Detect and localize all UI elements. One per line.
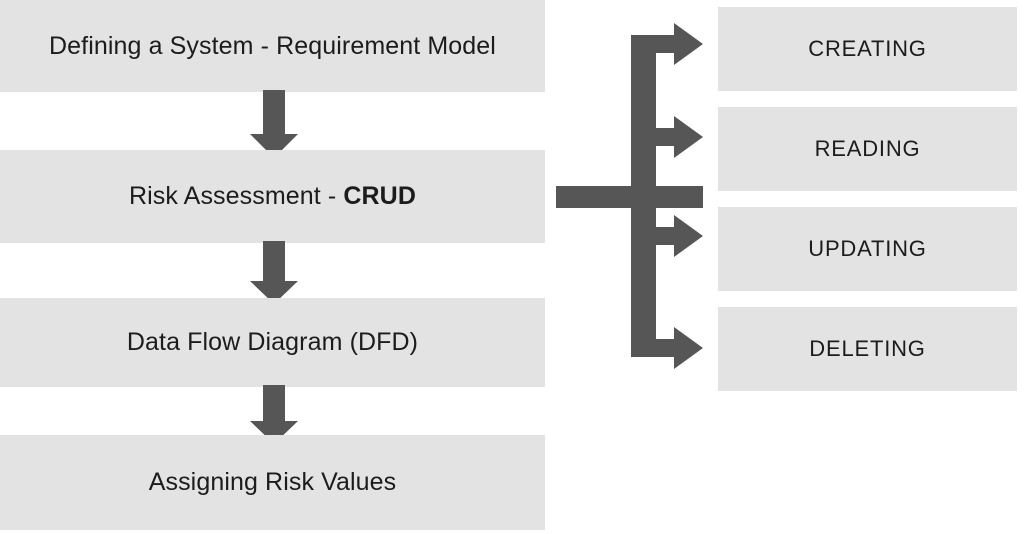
process-step-label-1: Defining a System - Requirement Model bbox=[49, 31, 496, 60]
crud-label-reading: READING bbox=[814, 136, 921, 161]
crud-label-creating: CREATING bbox=[808, 36, 927, 61]
process-step-box-3[interactable]: Data Flow Diagram (DFD) bbox=[0, 298, 545, 387]
crud-label-updating: UPDATING bbox=[808, 236, 927, 261]
crud-branch-connector bbox=[556, 23, 703, 369]
down-arrow-2 bbox=[250, 241, 298, 304]
crud-label-deleting: DELETING bbox=[809, 336, 926, 361]
branch-trunk-shape bbox=[631, 35, 703, 357]
process-step-box-4[interactable]: Assigning Risk Values bbox=[0, 435, 545, 530]
process-step-label-3: Data Flow Diagram (DFD) bbox=[126, 328, 419, 356]
down-arrow-1-shape bbox=[250, 90, 298, 158]
process-step-box-1[interactable]: Defining a System - Requirement Model bbox=[0, 0, 545, 92]
down-arrow-3-shape bbox=[250, 385, 298, 444]
process-step-label-2: Risk Assessment - CRUD bbox=[129, 182, 416, 210]
down-arrow-2-shape bbox=[250, 241, 298, 304]
branch-arrow-3-shape bbox=[656, 215, 703, 257]
down-arrow-3 bbox=[250, 385, 298, 444]
branch-arrow-2-shape bbox=[656, 116, 703, 158]
process-step-box-2[interactable]: Risk Assessment - CRUD bbox=[0, 150, 545, 243]
crud-box-creating[interactable]: CREATING bbox=[718, 7, 1017, 91]
branch-stem-shape bbox=[556, 186, 636, 208]
crud-box-updating[interactable]: UPDATING bbox=[718, 207, 1017, 291]
crud-box-deleting[interactable]: DELETING bbox=[718, 307, 1017, 391]
branch-arrow-1-shape bbox=[631, 23, 703, 65]
down-arrow-1 bbox=[250, 90, 298, 158]
branch-arrow-4-shape bbox=[631, 327, 703, 369]
crud-box-reading[interactable]: READING bbox=[718, 107, 1017, 191]
process-step-label-4: Assigning Risk Values bbox=[148, 468, 397, 496]
